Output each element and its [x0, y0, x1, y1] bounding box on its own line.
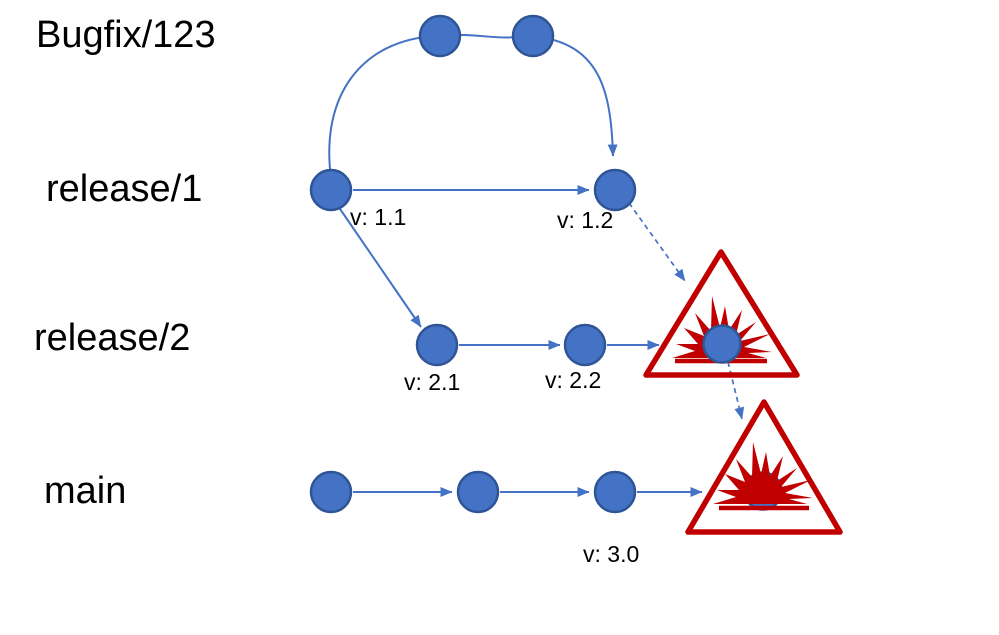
conflict-warning-main [685, 399, 843, 535]
version-label-v1-1: v: 1.1 [350, 204, 407, 230]
commit-node-bugfix-2 [511, 14, 555, 58]
version-label-v3-0: v: 3.0 [583, 541, 640, 567]
commit-node-main-2 [456, 470, 500, 514]
commit-node-conflict-1 [702, 324, 742, 364]
explosion-icon [713, 442, 813, 511]
edge-v11-to-bugfix-curve [328, 33, 618, 179]
commit-node-v2-1 [415, 323, 459, 367]
branch-label-bugfix: Bugfix/123 [36, 14, 216, 56]
branch-label-main: main [44, 470, 127, 512]
version-label-v2-2: v: 2.2 [545, 367, 602, 393]
edge-conflict1-to-conflict2-dashed [727, 361, 745, 420]
commit-nodes [309, 14, 637, 514]
edge-v12-to-conflict1-dashed [628, 202, 686, 282]
edges [328, 33, 745, 497]
warning-triangle-icon [643, 249, 800, 378]
commit-node-v1-2 [593, 168, 637, 212]
commit-node-bugfix-1 [418, 14, 462, 58]
version-label-v2-1: v: 2.1 [404, 369, 461, 395]
commit-node-v1-1 [309, 168, 353, 212]
conflict-warning-release2 [643, 249, 800, 378]
warning-triangle-icon [685, 399, 843, 535]
commit-node-main-1 [309, 470, 353, 514]
edge-v11-to-v21 [337, 205, 422, 328]
commit-node-v2-2 [563, 323, 607, 367]
version-label-v1-2: v: 1.2 [557, 207, 614, 233]
branch-label-release1: release/1 [46, 168, 203, 210]
commit-node-main-3 [593, 470, 637, 514]
branch-label-release2: release/2 [34, 317, 191, 359]
